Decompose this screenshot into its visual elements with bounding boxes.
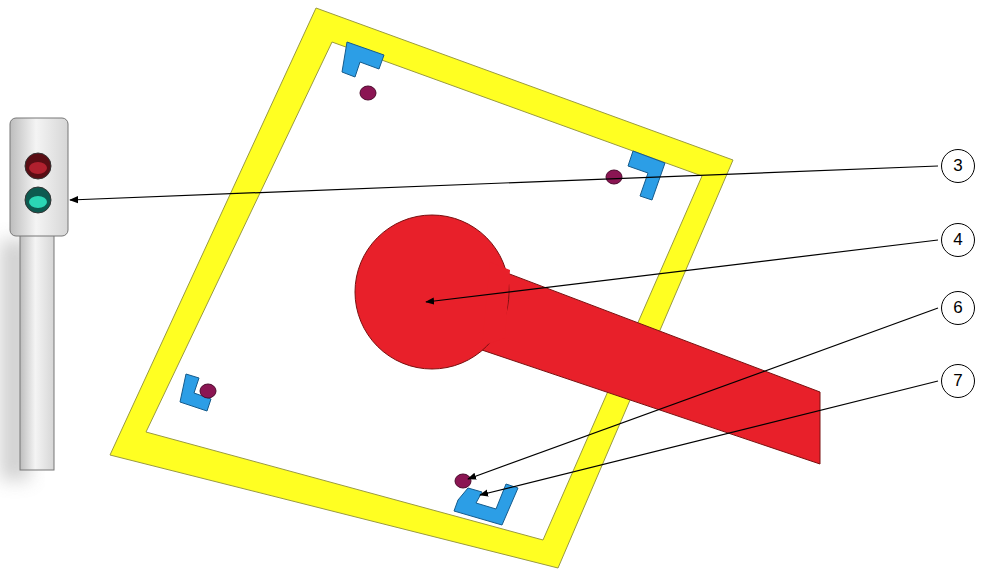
- leader-line: [70, 166, 938, 495]
- robot-arm: [470, 262, 820, 464]
- locating-pin: [200, 86, 622, 488]
- callout-number: 3: [941, 149, 975, 183]
- callout-text: 3: [953, 156, 962, 176]
- signal-tower: [0, 118, 68, 480]
- callout-number: 4: [941, 223, 975, 257]
- robot-base: [355, 215, 509, 369]
- callout-text: 6: [953, 298, 962, 318]
- yellow-frame: [110, 8, 733, 568]
- callout-text: 4: [953, 230, 962, 250]
- work-area: [146, 42, 702, 540]
- corner-bracket: [180, 42, 665, 525]
- callout-number: 6: [941, 291, 975, 325]
- arm-joint: [482, 262, 510, 346]
- callout-text: 7: [953, 371, 962, 391]
- callout-number: 7: [941, 364, 975, 398]
